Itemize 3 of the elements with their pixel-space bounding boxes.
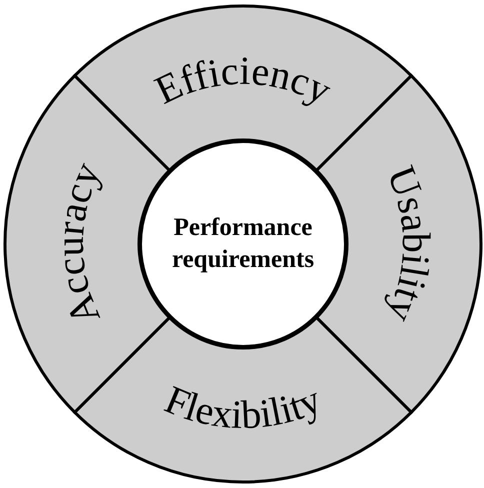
segment-label: Efficiency: [148, 48, 338, 113]
segment-label: Flexibility: [158, 376, 328, 438]
center-label: Performance requirements: [170, 212, 316, 275]
